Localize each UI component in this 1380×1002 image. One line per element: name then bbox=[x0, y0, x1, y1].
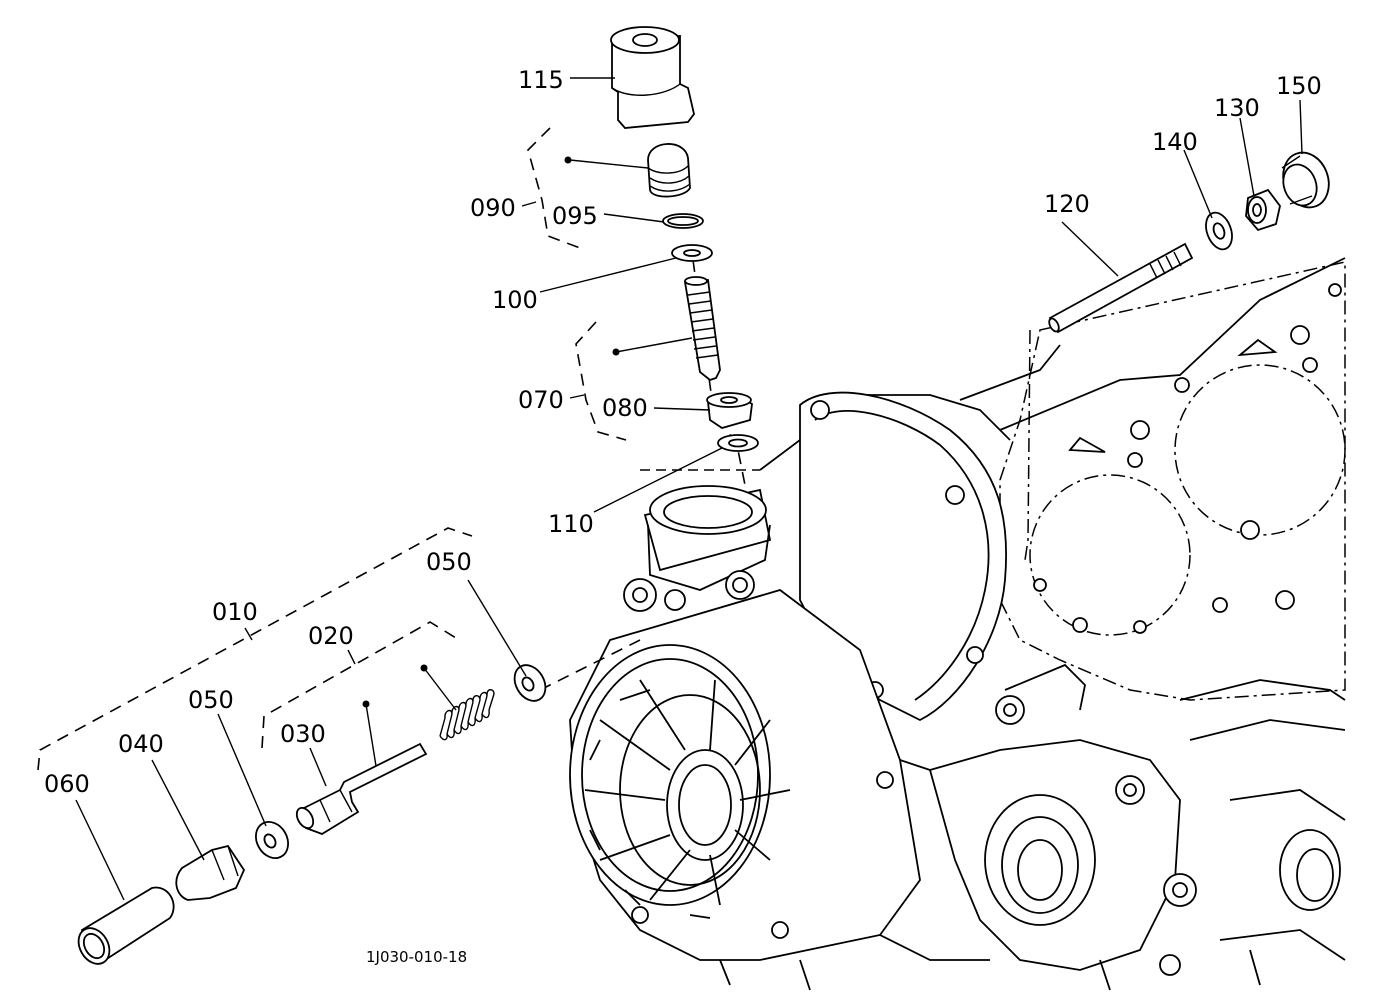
part-115-cap bbox=[610, 26, 695, 129]
part-140-washer bbox=[1205, 211, 1233, 251]
label-115: 115 bbox=[518, 66, 564, 94]
part-080-nut bbox=[706, 392, 753, 429]
drawing-code: 1J030-010-18 bbox=[366, 948, 467, 966]
label-110: 110 bbox=[548, 510, 594, 538]
label-040: 040 bbox=[118, 730, 164, 758]
part-130-nut bbox=[1245, 188, 1281, 232]
label-095: 095 bbox=[552, 202, 598, 230]
part-020-spring bbox=[439, 689, 495, 741]
label-010: 010 bbox=[212, 598, 258, 626]
part-090-valve bbox=[647, 143, 691, 198]
label-090: 090 bbox=[470, 194, 516, 222]
label-070: 070 bbox=[518, 386, 564, 414]
part-110-washer bbox=[717, 434, 759, 452]
label-080: 080 bbox=[602, 394, 648, 422]
part-050-washer-right bbox=[513, 664, 547, 702]
part-080-screw bbox=[683, 276, 721, 382]
label-100: 100 bbox=[492, 286, 538, 314]
label-050-right: 050 bbox=[426, 548, 472, 576]
part-number-labels: 115 090 095 100 070 080 110 120 140 130 … bbox=[44, 66, 1322, 966]
part-030-piston bbox=[295, 742, 428, 835]
label-060: 060 bbox=[44, 770, 90, 798]
label-050-left: 050 bbox=[188, 686, 234, 714]
part-095-ring bbox=[662, 213, 704, 229]
part-100-washer bbox=[671, 244, 713, 262]
label-150: 150 bbox=[1276, 72, 1322, 100]
label-020: 020 bbox=[308, 622, 354, 650]
part-050-washer-left bbox=[255, 821, 289, 859]
part-040-plug bbox=[175, 844, 246, 901]
part-150-seal bbox=[1281, 151, 1330, 209]
label-120: 120 bbox=[1044, 190, 1090, 218]
part-120-stud bbox=[1048, 242, 1194, 334]
label-030: 030 bbox=[280, 720, 326, 748]
label-140: 140 bbox=[1152, 128, 1198, 156]
label-130: 130 bbox=[1214, 94, 1260, 122]
engine-block-illustration bbox=[569, 257, 1346, 991]
leader-lines bbox=[75, 77, 1303, 901]
part-060-sleeve bbox=[77, 886, 175, 965]
